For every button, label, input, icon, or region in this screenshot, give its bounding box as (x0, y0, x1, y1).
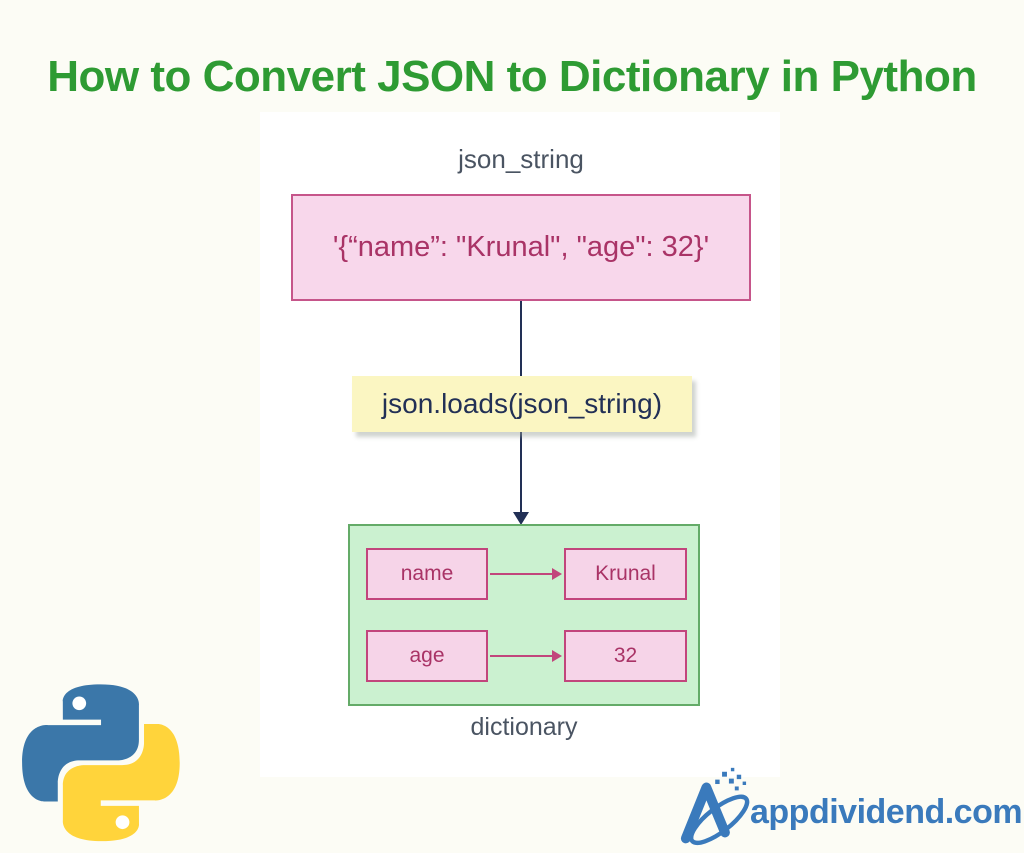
dictionary-label: dictionary (470, 713, 578, 741)
page-title: How to Convert JSON to Dictionary in Pyt… (47, 52, 977, 101)
json-string-box: '{“name”: "Krunal", "age": 32}' (291, 194, 751, 301)
dict-value-text: Krunal (595, 562, 656, 585)
key-value-arrowhead-icon (552, 568, 562, 580)
dict-key-box: age (366, 630, 488, 682)
key-value-arrowhead-icon (552, 650, 562, 662)
dictionary-box: name Krunal age 32 (348, 524, 700, 706)
flow-arrowhead-icon (513, 512, 529, 525)
key-value-arrow-line (490, 573, 554, 575)
dict-value-box: 32 (564, 630, 687, 682)
dict-key-box: name (366, 548, 488, 600)
dict-key-text: name (400, 562, 454, 585)
function-call-text: json.loads(json_string) (381, 388, 663, 419)
json-string-label: json_string (458, 144, 584, 174)
appdividend-mark-icon (680, 767, 750, 846)
json-string-value: '{“name”: "Krunal", "age": 32}' (332, 231, 710, 263)
python-logo-icon (22, 684, 180, 842)
dict-key-text: age (409, 644, 445, 667)
dict-value-text: 32 (613, 644, 638, 667)
key-value-arrow-line (490, 655, 554, 657)
brand-site-text: appdividend.com (750, 793, 1023, 831)
function-call-box: json.loads(json_string) (352, 376, 692, 432)
dict-value-box: Krunal (564, 548, 687, 600)
brand-footer: appdividend.com (676, 766, 1024, 853)
